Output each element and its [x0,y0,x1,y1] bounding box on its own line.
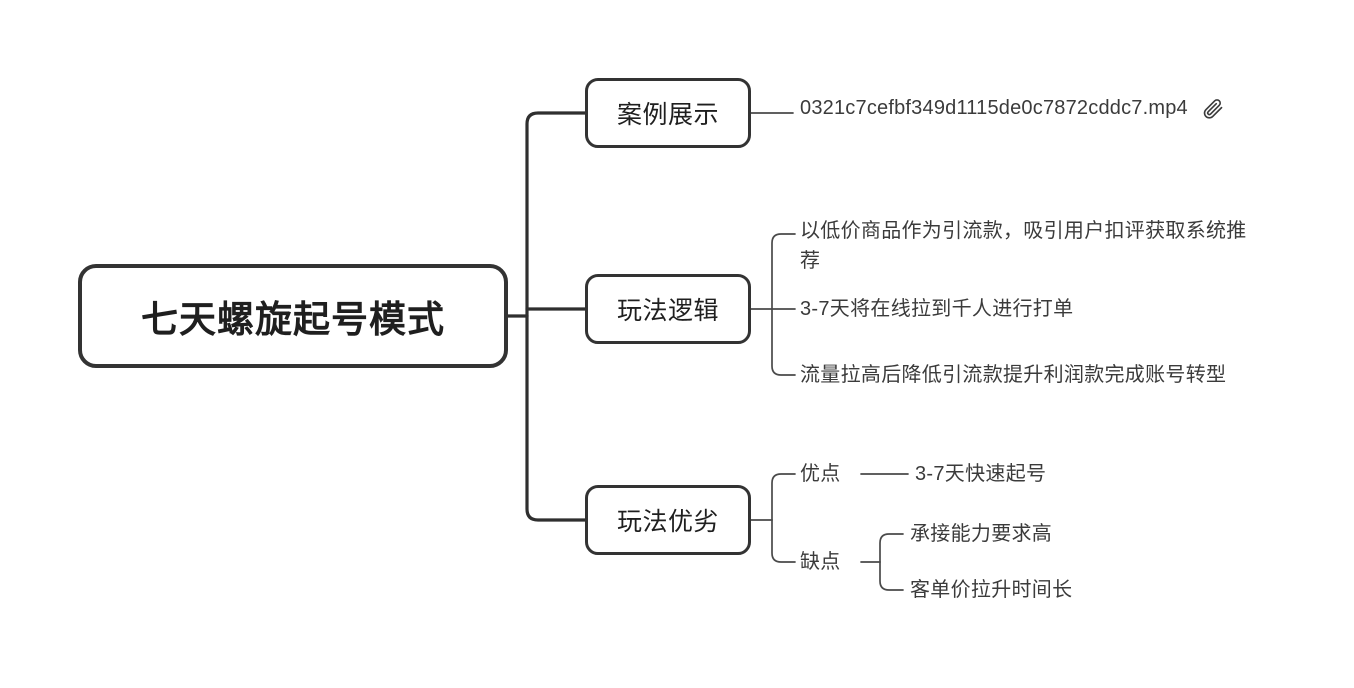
connector-trunk-to-branch-0 [525,111,587,318]
leaf-cons-item-1[interactable]: 承接能力要求高 [910,523,1053,545]
leaf-cons[interactable]: 缺点 [800,551,841,573]
paperclip-icon[interactable] [1202,96,1226,120]
connector-branch2-to-pros [771,473,796,521]
root-node[interactable]: 七天螺旋起号模式 [78,264,508,368]
leaf-pros[interactable]: 优点 [800,463,841,485]
leaf-pros-item-1[interactable]: 3-7天快速起号 [915,463,1047,485]
attachment-filename: 0321c7cefbf349d1115de0c7872cddc7.mp4 [800,96,1188,119]
connector-branch1-to-leaf-0 [771,233,796,310]
connector-trunk-to-branch-2 [525,314,587,522]
connector-branch2-to-cons [771,519,796,563]
attachment-row[interactable]: 0321c7cefbf349d1115de0c7872cddc7.mp4 [800,96,1226,120]
leaf-cons-item-2[interactable]: 客单价拉升时间长 [910,579,1073,601]
connector-cons-to-leaf-1 [879,561,904,591]
branch-node-gameplay-logic[interactable]: 玩法逻辑 [585,274,751,344]
branch-node-label: 玩法逻辑 [616,297,719,325]
leaf-gameplay-logic-3[interactable]: 流量拉高后降低引流款提升利润款完成账号转型 [800,364,1227,386]
branch-node-pros-and-cons[interactable]: 玩法优劣 [585,485,751,555]
branch-node-label: 案例展示 [616,101,719,129]
leaf-gameplay-logic-1[interactable]: 以低价商品作为引流款，吸引用户扣评获取系统推荐 [800,220,1247,272]
leaf-gameplay-logic-2[interactable]: 3-7天将在线拉到千人进行打单 [800,298,1074,320]
connector-branch1-to-leaf-2 [771,308,796,376]
branch-node-label: 玩法优劣 [616,508,719,536]
branch-node-case-display[interactable]: 案例展示 [585,78,751,148]
root-node-label: 七天螺旋起号模式 [141,299,445,340]
connector-cons-to-leaf-0 [879,533,904,563]
